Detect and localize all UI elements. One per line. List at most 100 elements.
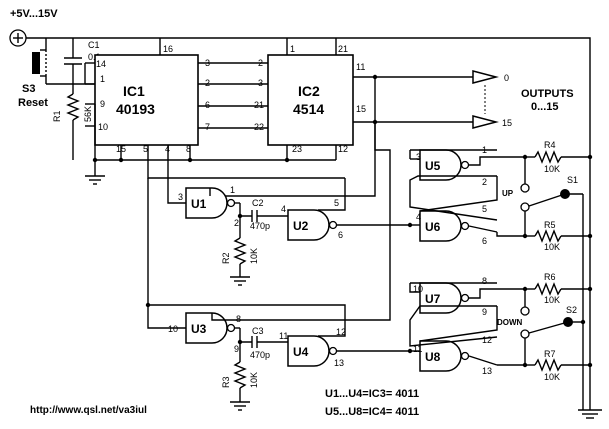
ic1-part: 40193 (116, 101, 155, 117)
source-url: http://www.qsl.net/va3iul (30, 405, 147, 416)
u4-pin-out: 13 (334, 358, 344, 368)
s1-name: S1 (567, 175, 578, 185)
u6-pin-out: 6 (482, 236, 487, 246)
s2-name: S2 (566, 305, 577, 315)
u8-pin-in-b: 12 (482, 335, 492, 345)
u7-pin-in-b: 9 (482, 307, 487, 317)
ground-right (578, 409, 602, 419)
u7-name: U7 (425, 292, 441, 306)
u3-name: U3 (191, 322, 207, 336)
c2-name: C2 (252, 198, 264, 208)
s2-label: DOWN (497, 318, 523, 327)
r1-value: 56K (83, 106, 93, 122)
ic2-pin-22: 22 (254, 122, 264, 132)
c1-name: C1 (88, 40, 100, 50)
ic1-body (94, 54, 199, 146)
ic2-pin-2: 2 (258, 58, 263, 68)
r4-value: 10K (544, 164, 560, 174)
ic2-pin-21: 21 (254, 100, 264, 110)
u5-pin-in-b: 2 (482, 177, 487, 187)
ic1-name: IC1 (123, 83, 145, 99)
outputs-title: OUTPUTS (521, 88, 574, 100)
s2-contact-up (520, 306, 530, 316)
u8-pin-out: 13 (482, 366, 492, 376)
ground-r2 (230, 276, 250, 286)
note-ic4: U5...U8=IC4= 4011 (325, 406, 419, 418)
u4-pin-in-b: 12 (336, 327, 346, 337)
r7-value: 10K (544, 372, 560, 382)
resistor-r4 (534, 150, 562, 164)
output-0-arrow (472, 70, 499, 84)
resistor-r6 (534, 282, 562, 296)
resistor-r2 (233, 237, 247, 265)
u6-name: U6 (425, 220, 441, 234)
r7-name: R7 (544, 349, 556, 359)
ic1-pin-9: 9 (100, 99, 105, 109)
resistor-r3 (233, 361, 247, 389)
u1-name: U1 (191, 197, 207, 211)
s1-contact-up (520, 183, 530, 193)
ic1-pin-5: 5 (143, 144, 148, 154)
ic2-pin-23: 23 (292, 144, 302, 154)
ic1-pin-6: 6 (205, 100, 210, 110)
r6-name: R6 (544, 272, 556, 282)
ic1-pin-14: 14 (96, 59, 106, 69)
reset-switch-name: S3 (22, 83, 35, 95)
output-0-label: 0 (504, 73, 509, 83)
r6-value: 10K (544, 295, 560, 305)
capacitor-c3 (251, 336, 258, 348)
ic2-pin-12: 12 (338, 144, 348, 154)
ic2-part: 4514 (293, 101, 324, 117)
ic2-name: IC2 (298, 83, 320, 99)
ic1-pin-10: 10 (98, 122, 108, 132)
resistor-r5 (534, 229, 562, 243)
u8-pin-in-a: 11 (413, 344, 422, 354)
ground-ic1 (85, 175, 105, 185)
r3-name: R3 (221, 376, 231, 388)
supply-terminal (9, 29, 27, 47)
ic2-pin-1: 1 (290, 44, 295, 54)
output-15-label: 15 (502, 118, 512, 128)
reset-switch (32, 49, 47, 77)
ic1-pin-7: 7 (205, 122, 210, 132)
u6-pin-in-a: 4 (416, 212, 421, 222)
u3-pin-in-b: 8 (236, 314, 241, 324)
ic1-pin-8: 8 (186, 144, 191, 154)
ground-r3 (230, 401, 250, 411)
u7-pin-in-a: 10 (413, 284, 423, 294)
u5-name: U5 (425, 159, 441, 173)
ic2-pin-11: 11 (356, 62, 365, 72)
u1-pin-out: 2 (234, 218, 239, 228)
u6-pin-in-b: 5 (482, 204, 487, 214)
c2-value: 470p (250, 221, 270, 231)
outputs-range: 0...15 (531, 101, 559, 113)
reset-label: Reset (18, 97, 48, 109)
resistor-r7 (534, 358, 562, 372)
u2-name: U2 (293, 219, 309, 233)
output-15-arrow (472, 115, 499, 129)
u4-name: U4 (293, 345, 309, 359)
note-ic3: U1...U4=IC3= 4011 (325, 388, 419, 400)
ic1-pin-1: 1 (100, 74, 105, 84)
r2-value: 10K (249, 248, 259, 264)
ic2-body (267, 54, 354, 146)
u7-pin-out: 8 (482, 276, 487, 286)
supply-rail (26, 37, 591, 410)
c3-value: 470p (250, 350, 270, 360)
u3-pin-out: 9 (234, 344, 239, 354)
ic1-pin-16: 16 (163, 44, 173, 54)
c3-name: C3 (252, 326, 264, 336)
r1-name: R1 (52, 110, 62, 122)
r4-name: R4 (544, 140, 556, 150)
r5-value: 10K (544, 242, 560, 252)
s2-contact-down (520, 329, 530, 339)
s1-label: UP (502, 189, 514, 198)
u2-pin-in-a: 4 (281, 204, 286, 214)
u4-pin-in-a: 11 (279, 331, 288, 341)
supply-label: +5V...15V (10, 8, 58, 20)
u5-pin-in-a: 3 (416, 152, 421, 162)
u1-pin-in-b: 1 (230, 185, 235, 195)
s1-contact-down (520, 202, 530, 212)
